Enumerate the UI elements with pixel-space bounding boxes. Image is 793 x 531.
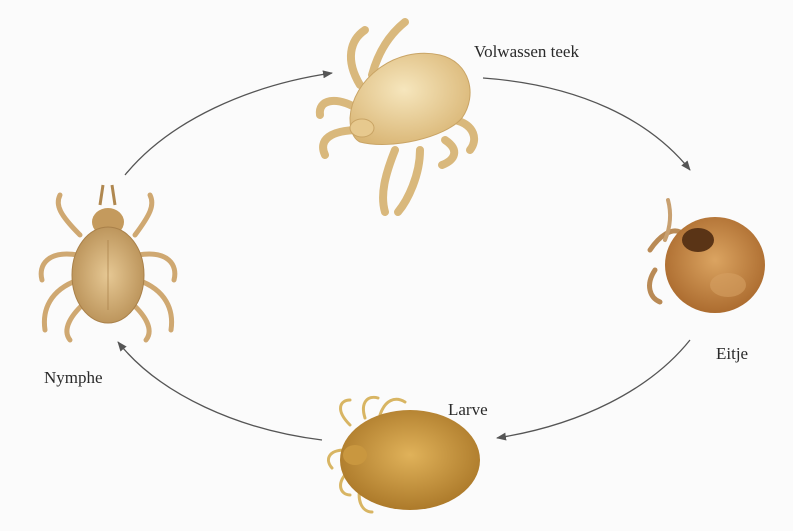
egg-image — [650, 200, 765, 313]
label-nymph: Nymphe — [44, 368, 103, 388]
arrow-adult-to-egg — [483, 78, 690, 170]
arrow-egg-to-larva — [497, 340, 690, 438]
label-adult-tick: Volwassen teek — [474, 42, 579, 62]
label-egg: Eitje — [716, 344, 748, 364]
arrow-nymph-to-adult — [125, 73, 332, 175]
label-larva: Larve — [448, 400, 488, 420]
adult-tick-image — [320, 22, 474, 212]
arrow-larva-to-nymph — [118, 342, 322, 440]
nymph-image — [41, 185, 175, 340]
